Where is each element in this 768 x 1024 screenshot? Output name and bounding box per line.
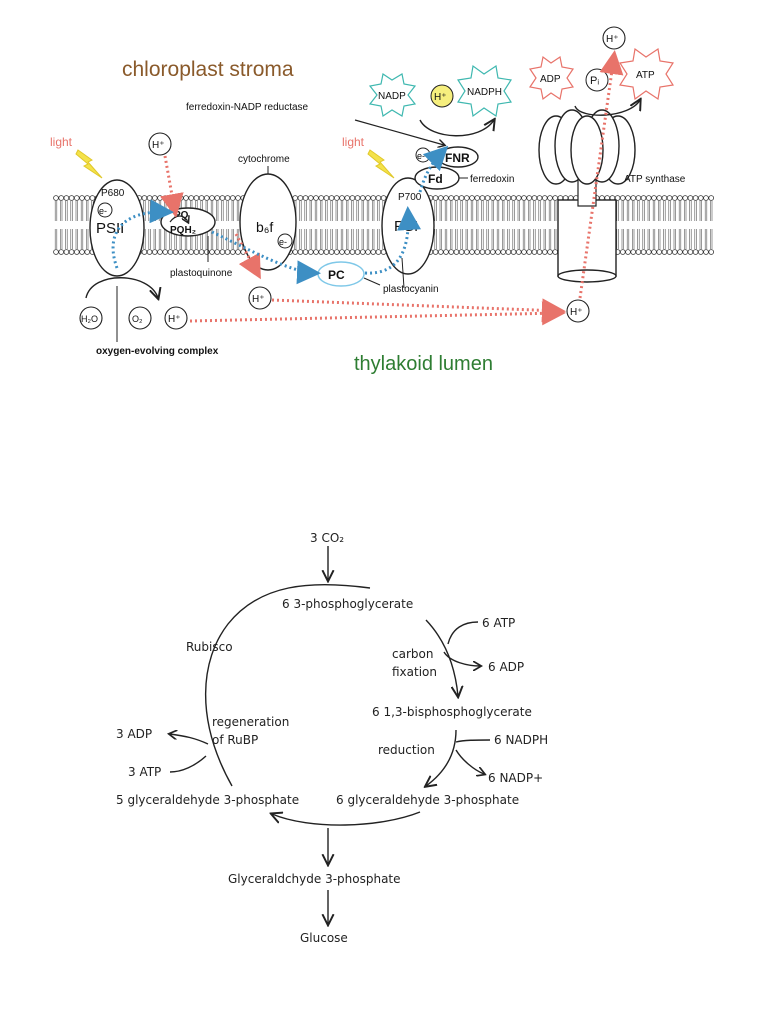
g3p6-label: 6 glyceraldehyde 3-phosphate [336, 793, 519, 807]
lightning-bolt-icon [367, 149, 395, 179]
b6f-label: b₆f [256, 219, 273, 235]
atp3-label: 3 ATP [128, 765, 161, 779]
ferredoxin-label: ferredoxin [470, 174, 514, 185]
light-label-1: light [50, 135, 73, 149]
glucose-label: Glucose [300, 931, 348, 945]
fnr-full-label: ferredoxin-NADP reductase [186, 102, 309, 113]
h-water: H⁺ [168, 314, 181, 325]
of-rubp-label: of RuBP [212, 733, 258, 747]
atp-label: ATP [636, 70, 655, 81]
atp-synthase-label: ATP synthase [624, 174, 686, 185]
atp6-label: 6 ATP [482, 616, 515, 630]
reduction-label: reduction [378, 743, 435, 757]
nadph-star [457, 64, 512, 118]
adp3-label: 3 ADP [116, 727, 152, 741]
electron-flow-arrows [111, 145, 449, 285]
p680-label: P680 [101, 188, 125, 199]
p700-label: P700 [398, 192, 422, 203]
plastoquinone-label: plastoquinone [170, 268, 233, 279]
calvin-cycle [170, 546, 491, 924]
pqh2-label: PQH₂ [170, 225, 196, 236]
plastocyanin-label: plastocyanin [383, 284, 439, 295]
pga-label: 6 3-phosphoglycerate [282, 597, 413, 611]
adp-star [528, 55, 575, 101]
regeneration-label: regeneration [212, 715, 289, 729]
atp-star [619, 47, 674, 101]
lightning-bolt-icon [75, 149, 103, 179]
electron-cyt: e- [279, 237, 287, 247]
g3p5-label: 5 glyceraldehyde 3-phosphate [116, 793, 299, 807]
nadph-label: NADPH [467, 87, 502, 98]
nadp-star [368, 73, 417, 117]
nadp-label: NADP [378, 91, 406, 102]
h-nadp: H⁺ [434, 92, 447, 103]
cytochrome-label: cytochrome [238, 154, 290, 165]
h-top-pq: H⁺ [152, 140, 165, 151]
o2-label: O₂ [132, 314, 143, 324]
rubisco-label: Rubisco [186, 640, 233, 654]
electron-psii: e- [99, 206, 107, 216]
adp-label: ADP [540, 74, 561, 85]
light-label-2: light [342, 135, 365, 149]
h-top-synthase: H⁺ [606, 34, 619, 45]
fnr-label: FNR [445, 151, 470, 165]
stroma-label: chloroplast stroma [122, 58, 294, 81]
fixation-label: fixation [392, 665, 437, 679]
h2o-label: H₂O [81, 314, 98, 324]
carbon-label: carbon [392, 647, 433, 661]
h-lumen-cyt: H⁺ [252, 294, 265, 305]
co2-label: 3 CO₂ [310, 531, 344, 545]
g3p-output-label: Glyceraldchyde 3-phosphate [228, 872, 401, 886]
bpg-label: 6 1,3-bisphosphoglycerate [372, 705, 532, 719]
psi-label: PSI [394, 218, 418, 235]
pc-label: PC [328, 268, 345, 282]
lumen-label: thylakoid lumen [354, 353, 493, 375]
oxygen-evolving-label: oxygen-evolving complex [96, 346, 219, 357]
nadp6-label: 6 NADP+ [488, 771, 543, 785]
fd-label: Fd [428, 172, 443, 186]
nadph6-label: 6 NADPH [494, 733, 548, 747]
pi-label: Pᵢ [590, 75, 599, 87]
h-lumen-synthase: H⁺ [570, 307, 583, 318]
proton-flow-arrows [160, 50, 624, 326]
electron-fnr: e- [417, 151, 425, 161]
atp-synthase [538, 109, 636, 283]
adp6-label: 6 ADP [488, 660, 524, 674]
